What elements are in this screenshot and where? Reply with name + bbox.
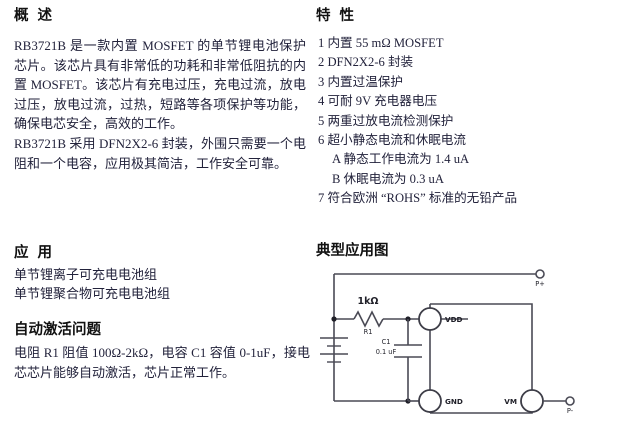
terminal-p-minus-label: P- xyxy=(567,407,574,415)
feature-item-2: 2 DFN2X2-6 封装 xyxy=(318,55,414,70)
typical-application-heading: 典型应用图 xyxy=(316,243,389,259)
pin-vdd-label: VDD xyxy=(445,315,463,324)
feature-item-6: 6 超小静态电流和休眠电流 xyxy=(318,133,466,148)
capacitor-value-label: 0.1 uF xyxy=(376,348,397,356)
ic-body-outline xyxy=(430,303,533,414)
feature-item-1: 1 内置 55 mΩ MOSFET xyxy=(318,36,444,50)
capacitor-ref-label: C1 xyxy=(382,338,391,346)
terminal-p-minus-icon xyxy=(565,396,575,406)
feature-item-3: 3 内置过温保护 xyxy=(318,74,404,89)
applications-list: 单节锂离子可充电电池组 单节锂聚合物可充电电池组 xyxy=(14,265,306,303)
feature-item-5: 5 两重过放电流检测保护 xyxy=(318,113,454,128)
pin-vdd-icon xyxy=(418,307,442,331)
features-heading: 特 性 xyxy=(316,8,357,24)
feature-item-6b: B 休眠电流为 0.3 uA xyxy=(332,171,444,186)
auto-activation-paragraph: 电阻 R1 阻值 100Ω-2kΩ，电容 C1 容值 0-1uF，接电芯芯片能够… xyxy=(14,345,310,380)
resistor-ref-label: R1 xyxy=(364,328,373,336)
junction-node-left-top xyxy=(331,316,337,322)
terminal-p-plus-icon xyxy=(535,269,545,279)
application-item-2: 单节锂聚合物可充电电池组 xyxy=(14,286,171,301)
feature-item-7: 7 符合欧洲 “ROHS” 标准的无铅产品 xyxy=(318,191,518,206)
applications-heading: 应 用 xyxy=(14,245,55,261)
resistor-value-label: 1kΩ xyxy=(357,296,378,307)
circuit-schematic-svg: P+ 1kΩ R1 C1 0.1 uF xyxy=(320,269,575,415)
auto-activation-body: 电阻 R1 阻值 100Ω-2kΩ，电容 C1 容值 0-1uF，接电芯芯片能够… xyxy=(14,343,310,382)
resistor-r1-icon xyxy=(353,310,384,328)
feature-item-4: 4 可耐 9V 充电器电压 xyxy=(318,94,438,109)
overview-paragraph-2: RB3721B 采用 DFN2X2-6 封装，外围只需要一个电阻和一个电容，应用… xyxy=(14,135,306,171)
overview-body: RB3721B 是一款内置 MOSFET 的单节锂电池保护芯片。该芯片具有非常低… xyxy=(14,36,306,173)
overview-heading: 概 述 xyxy=(14,8,55,24)
pin-gnd-label: GND xyxy=(445,397,463,406)
typical-application-diagram: P+ 1kΩ R1 C1 0.1 uF xyxy=(316,262,614,422)
auto-activation-heading: 自动激活问题 xyxy=(14,322,101,338)
terminal-p-plus-label: P+ xyxy=(535,280,545,288)
pin-gnd-icon xyxy=(418,389,442,413)
pin-vm-icon xyxy=(520,389,544,413)
feature-item-6a: A 静态工作电流为 1.4 uA xyxy=(332,152,470,167)
pin-vm-label: VM xyxy=(504,397,517,406)
features-list: 1 内置 55 mΩ MOSFET 2 DFN2X2-6 封装 3 内置过温保护… xyxy=(318,34,614,209)
overview-paragraph-1: RB3721B 是一款内置 MOSFET 的单节锂电池保护芯片。该芯片具有非常低… xyxy=(14,38,306,132)
application-item-1: 单节锂离子可充电电池组 xyxy=(14,267,158,282)
